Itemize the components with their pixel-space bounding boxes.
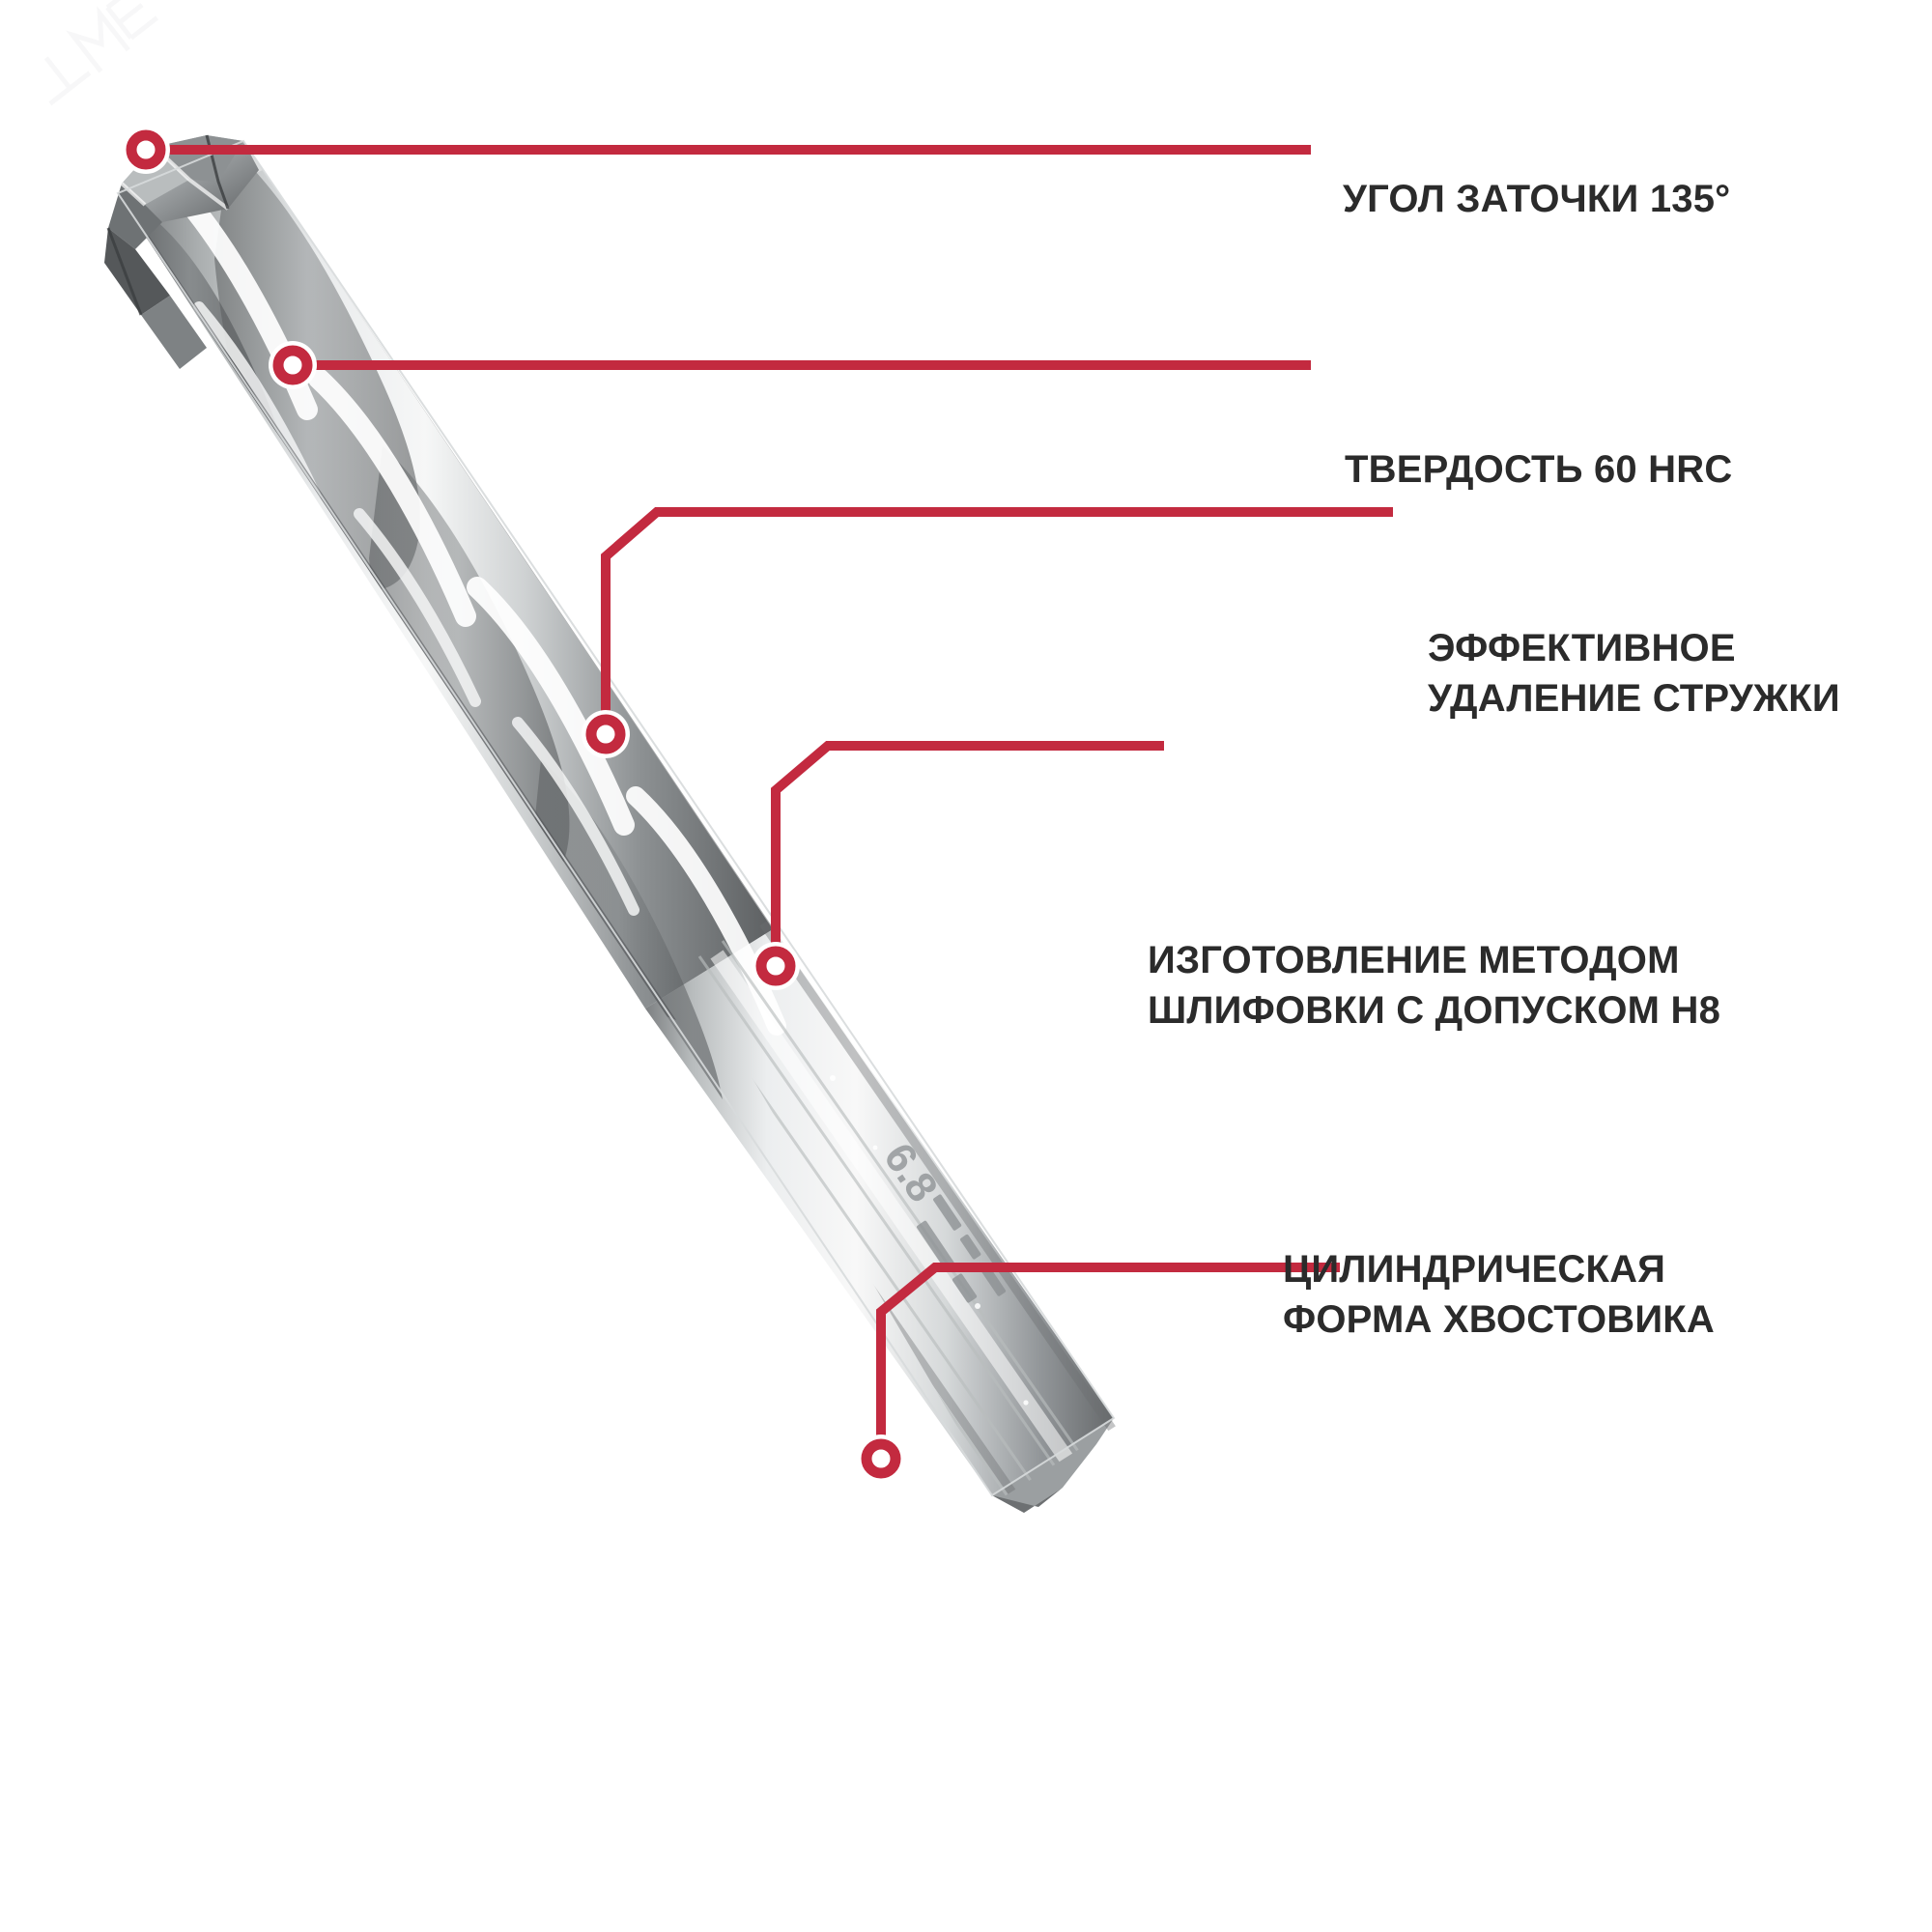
callout-line: ИЗГОТОВЛЕНИЕ МЕТОДОМ — [1148, 939, 1680, 981]
callout-label-hardness: ТВЕРДОСТЬ 60 HRC — [1345, 444, 1732, 495]
callout-label-ground-tolerance-h8: ИЗГОТОВЛЕНИЕ МЕТОДОМ ШЛИФОВКИ С ДОПУСКОМ… — [1148, 935, 1720, 1036]
callout-marker-sharpening-angle[interactable] — [122, 126, 170, 174]
callout-line: УДАЛЕНИЕ СТРУЖКИ — [1428, 677, 1840, 720]
callout-marker-hardness[interactable] — [269, 341, 317, 389]
callout-line: ШЛИФОВКИ С ДОПУСКОМ H8 — [1148, 989, 1721, 1032]
callout-label-cylindrical-shank: ЦИЛИНДРИЧЕСКАЯ ФОРМА ХВОСТОВИКА — [1283, 1244, 1715, 1345]
marker-ring — [861, 1438, 901, 1479]
callout-line: ТВЕРДОСТЬ 60 HRC — [1345, 448, 1733, 491]
callout-marker-cylindrical-shank[interactable] — [857, 1435, 905, 1483]
marker-ring — [755, 946, 796, 986]
leader-line-cylindrical-shank — [876, 1263, 1340, 1440]
callout-label-sharpening-angle: УГОЛ ЗАТОЧКИ 135° — [1343, 174, 1730, 224]
callout-label-chip-removal: ЭФФЕКТИВНОЕ УДАЛЕНИЕ СТРУЖКИ — [1428, 623, 1840, 724]
marker-ring — [272, 345, 313, 385]
leader-line-ground-tolerance-h8 — [771, 741, 1164, 948]
callout-line: ФОРМА ХВОСТОВИКА — [1283, 1298, 1715, 1341]
callout-marker-ground-tolerance-h8[interactable] — [752, 942, 800, 990]
callout-line: УГОЛ ЗАТОЧКИ 135° — [1343, 178, 1731, 220]
marker-ring — [126, 129, 166, 170]
callout-line: ЭФФЕКТИВНОЕ — [1428, 627, 1736, 669]
callout-line: ЦИЛИНДРИЧЕСКАЯ — [1283, 1248, 1666, 1291]
callout-marker-chip-removal[interactable] — [582, 710, 630, 758]
leader-line-chip-removal — [601, 507, 1393, 716]
marker-ring — [585, 714, 626, 754]
